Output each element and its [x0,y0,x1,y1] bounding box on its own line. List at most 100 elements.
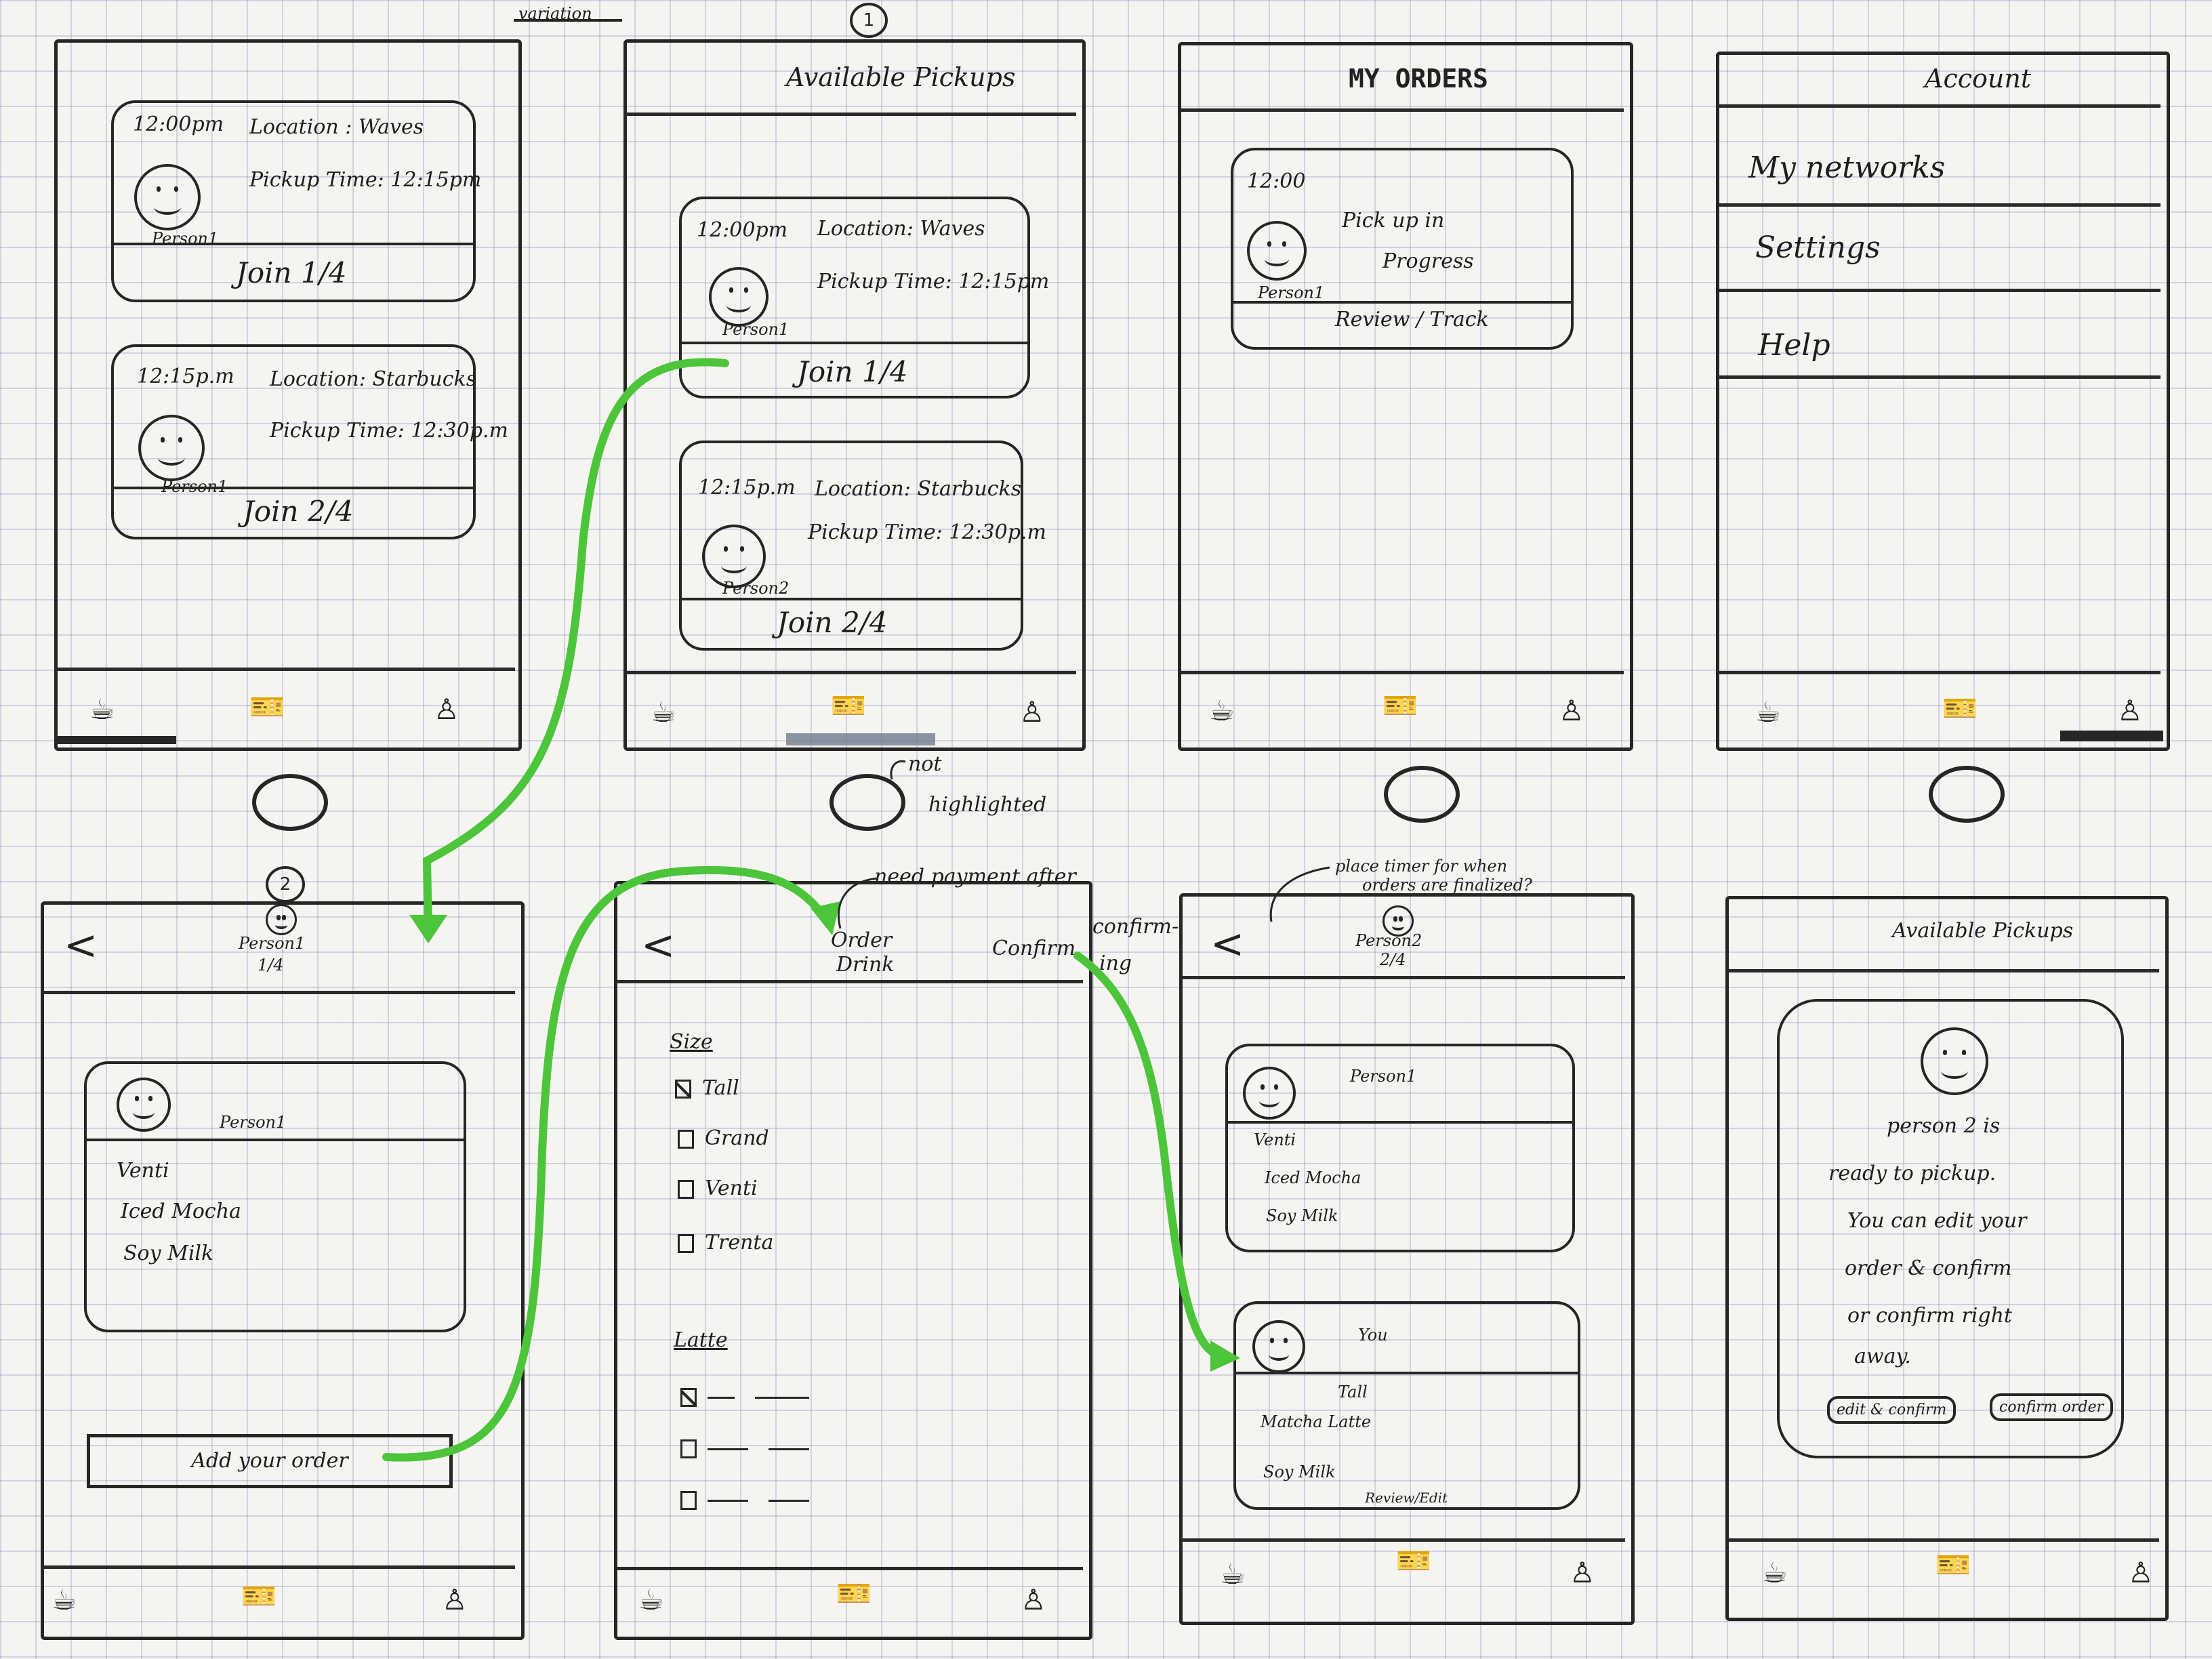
home-button[interactable] [252,774,328,831]
size-option-tall[interactable]: Tall [675,1076,739,1100]
pickup-time: 12:00pm [697,218,788,242]
person-face-icon [1921,1027,1988,1095]
size-option-grand[interactable]: Grand [678,1126,769,1150]
checkbox[interactable] [678,1234,694,1253]
join-button[interactable]: Join 1/4 [236,256,347,289]
arrow-head [811,901,840,935]
home-button[interactable] [1384,766,1460,823]
person-icon[interactable]: ♙ [2117,694,2143,727]
order-line: Matcha Latte [1261,1412,1372,1431]
pickup-time-detail: Pickup Time: 12:15pm [817,270,1050,293]
page-title: MY ORDERS [1349,64,1488,94]
member-order-card-person1[interactable]: Person1 Venti Iced Mocha Soy Milk [1225,1044,1575,1252]
pickup-card-1[interactable]: 12:00pm Location : Waves Pickup Time: 12… [111,100,481,302]
order-line: Soy Milk [123,1242,214,1265]
active-tab-indicator [2060,731,2163,741]
account-item-my-networks[interactable]: My networks [1748,150,1946,185]
back-button[interactable]: < [641,922,676,969]
coffee-cup-icon[interactable]: ☕ [1209,694,1235,727]
header-divider [1182,976,1625,979]
pickup-location: Location: Starbucks [815,477,1022,501]
not-highlighted-note-1: not [908,752,942,776]
item-divider [1719,203,2160,207]
person-face-icon [702,525,766,588]
message-line: order & confirm [1845,1256,2012,1280]
size-option-trenta[interactable]: Trenta [678,1231,773,1254]
order-card[interactable]: 12:00 Pick up in Progress Person1 Review… [1231,148,1574,350]
add-order-button[interactable]: Add your order [87,1434,453,1488]
ticket-icon[interactable]: 🎫 [241,1579,277,1612]
coffee-cup-icon[interactable]: ☕ [638,1583,664,1616]
checkbox[interactable] [680,1439,697,1458]
account-item-settings[interactable]: Settings [1755,230,1881,265]
person-icon[interactable]: ♙ [442,1583,468,1616]
home-button[interactable] [830,774,905,831]
checkbox[interactable] [678,1180,694,1199]
card-divider [1233,301,1571,304]
ticket-icon[interactable]: 🎫 [1936,1548,1971,1581]
coffee-cup-icon[interactable]: ☕ [1220,1557,1246,1591]
edit-and-confirm-button[interactable]: edit & confirm [1827,1396,1957,1424]
confirm-button[interactable]: Confirm [992,937,1076,960]
checkbox[interactable] [680,1491,697,1510]
variation-underline [514,19,622,22]
latte-option-2[interactable] [680,1439,809,1458]
coffee-cup-icon[interactable]: ☕ [52,1583,77,1616]
tab-indicator-smudge [786,733,935,745]
checkbox-checked[interactable] [680,1388,697,1407]
size-option-label: Tall [702,1076,739,1100]
tab-bar-divider [54,668,515,671]
ticket-icon[interactable]: 🎫 [1382,689,1418,722]
ticket-icon[interactable]: 🎫 [249,690,285,723]
review-track-button[interactable]: Review / Track [1335,308,1489,331]
back-button[interactable]: < [1210,920,1245,968]
size-option-label: Grand [705,1126,769,1150]
header-divider [1181,108,1624,112]
pickup-card-2[interactable]: 12:15p.m Location: Starbucks Pickup Time… [111,344,508,539]
message-line: person 2 is [1887,1114,2001,1138]
ticket-icon[interactable]: 🎫 [831,689,867,722]
available-card-2[interactable]: 12:15p.m Location: Starbucks Pickup Time… [679,441,1046,651]
home-button[interactable] [1929,766,2005,823]
size-label: Size [670,1030,713,1054]
phone-frame-order-drink [614,881,1092,1640]
page-title: Available Pickups [1892,919,2074,943]
back-button[interactable]: < [64,922,98,969]
coffee-cup-icon[interactable]: ☕ [1755,695,1781,729]
ticket-icon[interactable]: 🎫 [836,1576,872,1610]
placeholder-line [708,1499,748,1502]
size-option-venti[interactable]: Venti [678,1176,758,1200]
member-order-card-you[interactable]: You Tall Matcha Latte Soy Milk Review/Ed… [1233,1301,1580,1510]
person-icon[interactable]: ♙ [1570,1556,1595,1589]
latte-option-3[interactable] [680,1491,809,1510]
checkbox[interactable] [678,1130,694,1149]
coffee-cup-icon[interactable]: ☕ [89,693,115,726]
ticket-icon[interactable]: 🎫 [1396,1544,1432,1577]
header-divider [617,980,1083,983]
ticket-icon[interactable]: 🎫 [1942,691,1978,724]
join-button[interactable]: Join 2/4 [777,606,888,639]
checkbox-checked[interactable] [675,1080,691,1099]
available-card-1[interactable]: 12:00pm Location: Waves Pickup Time: 12:… [679,197,1049,398]
coffee-cup-icon[interactable]: ☕ [1762,1556,1788,1589]
join-button[interactable]: Join 2/4 [243,495,354,528]
flow-arrow-confirm-to-group [1073,951,1224,1359]
join-button[interactable]: Join 1/4 [797,355,908,388]
account-item-help[interactable]: Help [1758,328,1830,363]
person-icon[interactable]: ♙ [434,693,459,726]
coffee-cup-icon[interactable]: ☕ [651,695,676,729]
order-line: Iced Mocha [121,1200,241,1223]
review-edit-button[interactable]: Review/Edit [1365,1490,1448,1506]
latte-option-1[interactable] [680,1388,809,1407]
confirm-order-button[interactable]: confirm order [1990,1393,2114,1421]
person-label: Person1 [1258,283,1325,302]
ready-pickup-dialog: person 2 is ready to pickup. You can edi… [1777,999,2124,1458]
message-line: ready to pickup. [1828,1162,1996,1185]
person-icon[interactable]: ♙ [2128,1556,2154,1589]
person-icon[interactable]: ♙ [1559,694,1584,727]
person-face-icon [117,1078,171,1132]
member-order-card[interactable]: Person1 Venti Iced Mocha Soy Milk [84,1061,466,1332]
person-icon[interactable]: ♙ [1021,1583,1046,1616]
person-icon[interactable]: ♙ [1019,695,1045,729]
